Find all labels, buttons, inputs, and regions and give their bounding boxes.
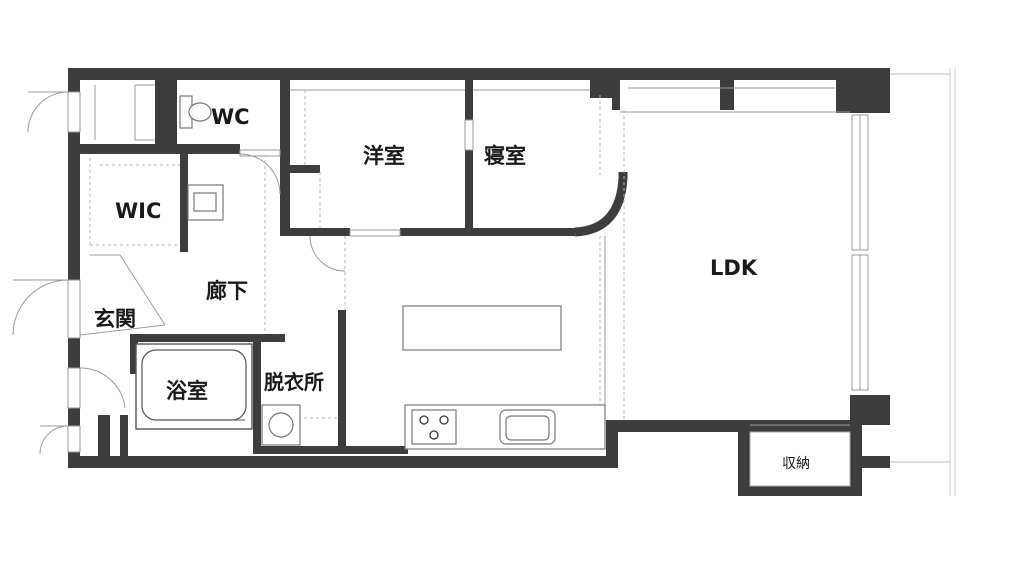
- room-label-genkan: 玄関: [94, 307, 136, 331]
- windows: [239, 68, 956, 496]
- room-label-wic: WIC: [115, 199, 162, 223]
- room-label-yoshitsu: 洋室: [363, 144, 405, 168]
- outer-walls: [68, 68, 890, 496]
- washing-machine: [261, 404, 301, 446]
- room-label-shuno: 収納: [782, 456, 810, 472]
- interior-walls: [80, 68, 734, 456]
- kitchen-counter: [404, 404, 606, 450]
- fixture-lines: [79, 84, 850, 426]
- room-label-ldk: LDK: [710, 256, 758, 280]
- wash-basin: [187, 184, 224, 221]
- room-label-yokushitsu: 浴室: [166, 379, 208, 403]
- room-label-wc: WC: [211, 105, 250, 129]
- room-label-shinshitsu: 寝室: [484, 144, 526, 168]
- kitchen-island: [402, 305, 562, 351]
- room-label-datsuijo: 脱衣所: [264, 370, 324, 394]
- bathtub: [135, 343, 253, 430]
- bedroom-curved-wall: [574, 172, 628, 237]
- toilet-fixture: [179, 95, 212, 129]
- room-label-roka: 廊下: [206, 279, 248, 303]
- storage-outline: [749, 431, 851, 487]
- doors: [12, 91, 346, 455]
